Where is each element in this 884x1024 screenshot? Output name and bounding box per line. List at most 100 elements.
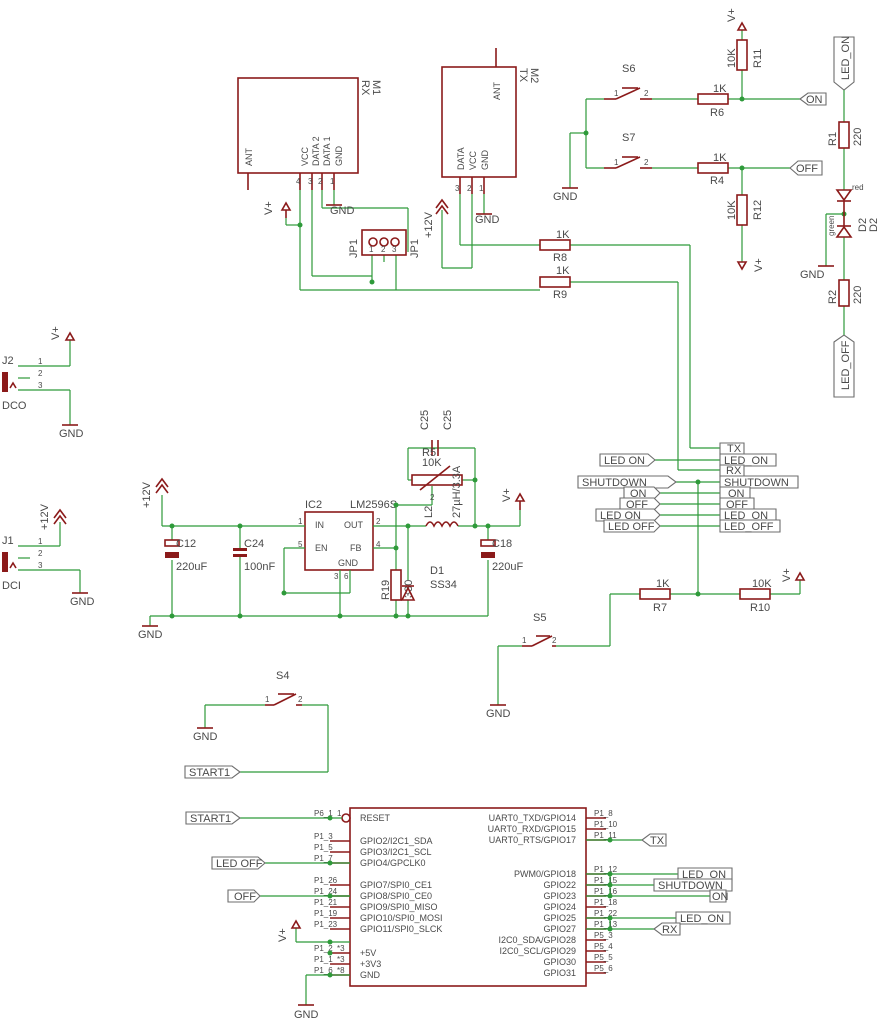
mcu-right-pin-id: P1_15	[594, 876, 618, 885]
svg-text:D2: D2	[868, 218, 880, 232]
svg-text:3: 3	[38, 381, 43, 390]
rx-module-label: RX	[359, 80, 371, 96]
svg-text:LED_ON: LED_ON	[682, 869, 726, 881]
mcu-left-pin-label: GPIO7/SPI0_CE1	[360, 880, 432, 890]
resistor-r12: 10K R12	[726, 194, 764, 226]
svg-text:+12V: +12V	[39, 503, 51, 530]
svg-text:ON: ON	[806, 94, 823, 106]
switch-s6: S6 1 2	[604, 63, 652, 100]
svg-text:S6: S6	[622, 63, 635, 75]
rf-wiring	[285, 190, 720, 471]
capacitor-c25: C25 C25	[419, 410, 454, 456]
svg-text:GND: GND	[475, 214, 500, 226]
svg-text:LED_OFF: LED_OFF	[724, 521, 774, 533]
svg-text:TX: TX	[727, 443, 742, 455]
vplus-mcu: V+	[277, 928, 289, 942]
svg-text:OFF: OFF	[726, 499, 748, 511]
svg-text:1: 1	[614, 158, 619, 167]
rx-pin-gnd: GND	[334, 146, 344, 167]
mcu-left-pin-label: +5V	[360, 948, 376, 958]
switch-wiring-top: GND	[553, 30, 800, 262]
mcu-right-pin-id: P5_4	[594, 942, 613, 951]
vplus-r10: V+	[781, 568, 806, 582]
svg-text:R12: R12	[752, 200, 764, 220]
connector-j2: J2 DCO 1 2 3 V+ GND	[2, 326, 84, 440]
gnd-mcu: GND	[294, 1009, 319, 1021]
mcu-left-pin-label: +3V3	[360, 959, 381, 969]
rx-pin1-num: 1	[330, 177, 335, 186]
svg-text:+12V: +12V	[423, 211, 435, 238]
svg-text:LED_OFF: LED_OFF	[840, 340, 852, 390]
resistor-r7: 1K R7	[639, 578, 671, 614]
svg-text:OFF: OFF	[626, 499, 648, 511]
svg-text:1: 1	[38, 537, 43, 546]
gnd-switches: GND	[553, 191, 578, 203]
mcu-right-pin-id: P5_3	[594, 931, 613, 940]
svg-text:R11: R11	[752, 49, 764, 68]
svg-text:LED ON: LED ON	[604, 455, 645, 467]
mcu-left-pin-id: P1_21	[314, 898, 338, 907]
svg-text:10K: 10K	[726, 200, 738, 220]
svg-text:R9: R9	[553, 289, 567, 301]
resistor-r11: 10K R11	[726, 39, 764, 71]
mcu-right-pin-label: GPIO27	[543, 924, 576, 934]
svg-text:LED ON: LED ON	[600, 510, 641, 522]
svg-text:S5: S5	[533, 612, 546, 624]
svg-text:V+: V+	[501, 488, 513, 502]
svg-text:LED OFF: LED OFF	[216, 858, 263, 870]
svg-text:4: 4	[376, 540, 381, 549]
svg-text:R19: R19	[380, 580, 392, 600]
mcu-left-pin-id: P1_7	[314, 854, 333, 863]
svg-text:1K: 1K	[713, 152, 727, 164]
mcu-right-pin-id: P1_13	[594, 920, 618, 929]
mcu-tags: START1 LED OFF OFF TX LED_ON SHUTDOWN ON…	[185, 811, 733, 936]
svg-text:DCI: DCI	[2, 580, 21, 592]
vplus-rx: V+	[263, 201, 292, 218]
svg-text:V+: V+	[726, 8, 738, 22]
mcu-left-pin-id: P1_26	[314, 876, 338, 885]
svg-text:red: red	[852, 183, 864, 192]
svg-text:2: 2	[376, 517, 381, 526]
mcu-left-pin-id: P1_19	[314, 909, 338, 918]
mcu-left-pin-label: GPIO10/SPI0_MOSI	[360, 913, 443, 923]
svg-text:C24: C24	[244, 538, 264, 550]
svg-text:2: 2	[644, 89, 649, 98]
connector-j1: J1 DCI 1 2 3 +12V GND	[2, 503, 95, 608]
mcu-right-pin-label: UART0_RTS/GPIO17	[489, 835, 576, 845]
tx-pin-gnd: GND	[480, 150, 490, 171]
resistor-r1: R1 220	[827, 121, 864, 149]
svg-text:+12V: +12V	[141, 481, 153, 508]
switch-s4: S4 1 2 GND START1	[184, 670, 329, 779]
svg-text:2: 2	[644, 158, 649, 167]
svg-text:6: 6	[344, 572, 349, 581]
mcu-left-pin-id: P1_3	[314, 832, 333, 841]
mcu-left-pin-id: P6_1	[314, 809, 333, 818]
svg-text:10K: 10K	[726, 48, 738, 68]
svg-text:D1: D1	[430, 565, 444, 577]
jp1-label-right: JP1	[409, 239, 421, 258]
mcu-left-pin-id: P1_24	[314, 887, 338, 896]
mcu-right-pin-id: P1_11	[594, 831, 617, 840]
gnd-led: GND	[800, 269, 825, 281]
svg-text:R8: R8	[553, 252, 567, 264]
svg-text:27µH/3.3A: 27µH/3.3A	[451, 465, 463, 518]
svg-text:J2: J2	[2, 355, 14, 367]
svg-text:C12: C12	[176, 538, 196, 550]
rx-pin4-num: 4	[296, 177, 301, 186]
svg-text:R10: R10	[750, 602, 770, 614]
mcu-right-pin-label: I2C0_SCL/GPIO29	[499, 946, 576, 956]
svg-text:220: 220	[852, 128, 864, 146]
svg-text:LED_ON: LED_ON	[724, 510, 768, 522]
bus-tags-right: TX LED_ON RX SHUTDOWN ON OFF LED_ON LED_…	[719, 442, 799, 533]
resistor-r8: 1K R8	[539, 229, 571, 264]
svg-text:V+: V+	[263, 201, 275, 215]
mcu-right-pin-label: UART0_RXD/GPIO15	[488, 824, 576, 834]
r5-wiper-pin: 2	[430, 493, 435, 502]
tx-module-m2: ANT DATA VCC GND TX M2 3 2 1	[441, 48, 540, 194]
svg-text:220uF: 220uF	[492, 561, 523, 573]
mcu-right-pin-label: GPIO24	[543, 902, 576, 912]
svg-text:GND: GND	[338, 558, 359, 568]
tx-module-name: M2	[528, 68, 540, 83]
